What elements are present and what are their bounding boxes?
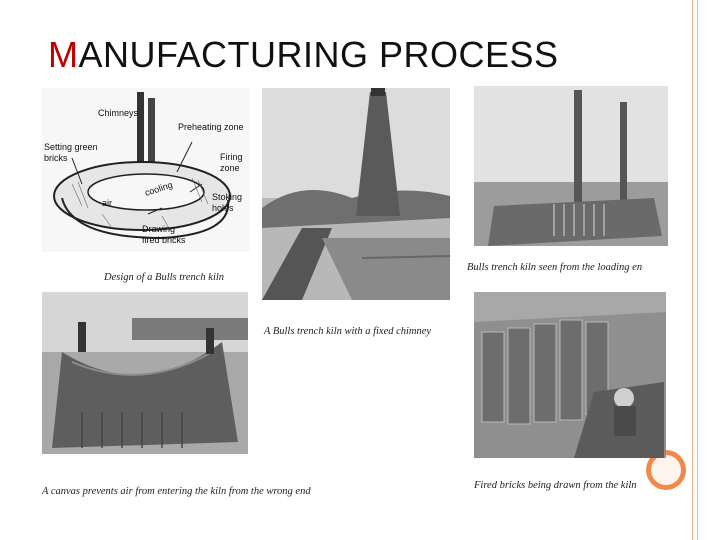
label-zone: zone	[220, 163, 240, 173]
decor-circle-inner	[651, 455, 681, 485]
label-firing: Firing	[220, 152, 243, 162]
label-bricks: bricks	[44, 153, 68, 163]
decor-line-outer	[692, 0, 693, 540]
slide-title: MANUFACTURING PROCESS	[48, 34, 559, 76]
caption-canvas: A canvas prevents air from entering the …	[42, 486, 311, 497]
photo-canvas	[42, 292, 248, 454]
label-chimneys: Chimneys	[98, 108, 139, 118]
caption-fixed-chimney: A Bulls trench kiln with a fixed chimney	[264, 326, 432, 337]
photo-fired-bricks	[474, 292, 666, 458]
label-holes: holes	[212, 203, 234, 213]
photo-fixed-chimney	[262, 88, 450, 300]
title-rest: ANUFACTURING PROCESS	[78, 34, 559, 75]
decor-line-inner	[697, 0, 698, 540]
label-preheating: Preheating zone	[178, 122, 244, 132]
caption-loading-end: Bulls trench kiln seen from the loading …	[467, 262, 643, 273]
label-fired: fired bricks	[142, 235, 186, 245]
caption-diagram: Design of a Bulls trench kiln	[104, 272, 225, 283]
label-setting: Setting green	[44, 142, 98, 152]
title-first-letter: M	[48, 34, 79, 75]
kiln-diagram: Chimneys Preheating zone Setting green b…	[42, 88, 250, 252]
caption-fired-bricks: Fired bricks being drawn from the kiln	[474, 480, 637, 491]
photo-loading-end	[474, 86, 668, 246]
label-stoking: Stoking	[212, 192, 242, 202]
label-air: air	[102, 198, 112, 208]
label-drawing: Drawing	[142, 224, 175, 234]
